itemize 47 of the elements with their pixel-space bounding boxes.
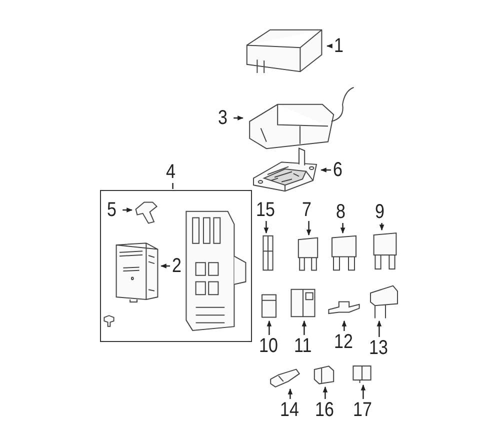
callout-number: 6 bbox=[333, 160, 347, 180]
callout-number: 12 bbox=[334, 332, 354, 352]
leader-line bbox=[172, 183, 174, 189]
callout-number: 13 bbox=[369, 338, 390, 358]
fuse-drawing bbox=[371, 231, 399, 271]
callout-number: 5 bbox=[107, 200, 121, 220]
callout-number: 4 bbox=[166, 162, 180, 182]
leader-arrow bbox=[376, 320, 382, 337]
leader-arrow bbox=[234, 116, 244, 120]
leader-arrow bbox=[320, 168, 331, 172]
connector-drawing bbox=[312, 364, 336, 386]
leader-arrow bbox=[342, 320, 347, 331]
leader-arrow bbox=[322, 386, 328, 399]
fuse-drawing bbox=[259, 292, 279, 320]
module-drawing bbox=[114, 240, 160, 302]
leader-arrow bbox=[326, 44, 332, 48]
connector-drawing bbox=[351, 364, 373, 384]
leader-arrow bbox=[122, 208, 133, 212]
callout-number: 10 bbox=[259, 336, 280, 356]
leader-arrow bbox=[302, 320, 307, 335]
leader-arrow bbox=[379, 223, 384, 231]
relay-drawing bbox=[289, 286, 317, 320]
callout-number: 7 bbox=[302, 200, 316, 220]
group-frame bbox=[100, 190, 252, 342]
fuse-drawing bbox=[329, 234, 359, 272]
callout-number: 15 bbox=[256, 200, 276, 220]
leader-arrow bbox=[306, 221, 312, 236]
callout-number: 16 bbox=[315, 400, 336, 420]
callout-number: 14 bbox=[280, 400, 300, 420]
callout-number: 9 bbox=[375, 202, 389, 222]
leader-arrow bbox=[266, 320, 272, 335]
leader-arrow bbox=[340, 223, 346, 234]
fuse-drawing bbox=[296, 236, 320, 272]
fuse-drawing bbox=[260, 234, 276, 272]
leader-arrow bbox=[288, 388, 293, 399]
leader-arrow bbox=[264, 221, 269, 234]
callout-number: 2 bbox=[172, 256, 186, 276]
leader-arrow bbox=[160, 264, 170, 268]
tray-drawing bbox=[250, 146, 320, 192]
connector-drawing bbox=[269, 366, 301, 388]
callout-number: 1 bbox=[334, 36, 348, 56]
callout-number: 17 bbox=[353, 400, 374, 420]
leader-arrow bbox=[360, 384, 366, 399]
callout-number: 3 bbox=[218, 108, 232, 128]
callout-number: 11 bbox=[294, 336, 314, 356]
fuse-drawing bbox=[369, 284, 399, 320]
callout-number: 8 bbox=[336, 202, 350, 222]
